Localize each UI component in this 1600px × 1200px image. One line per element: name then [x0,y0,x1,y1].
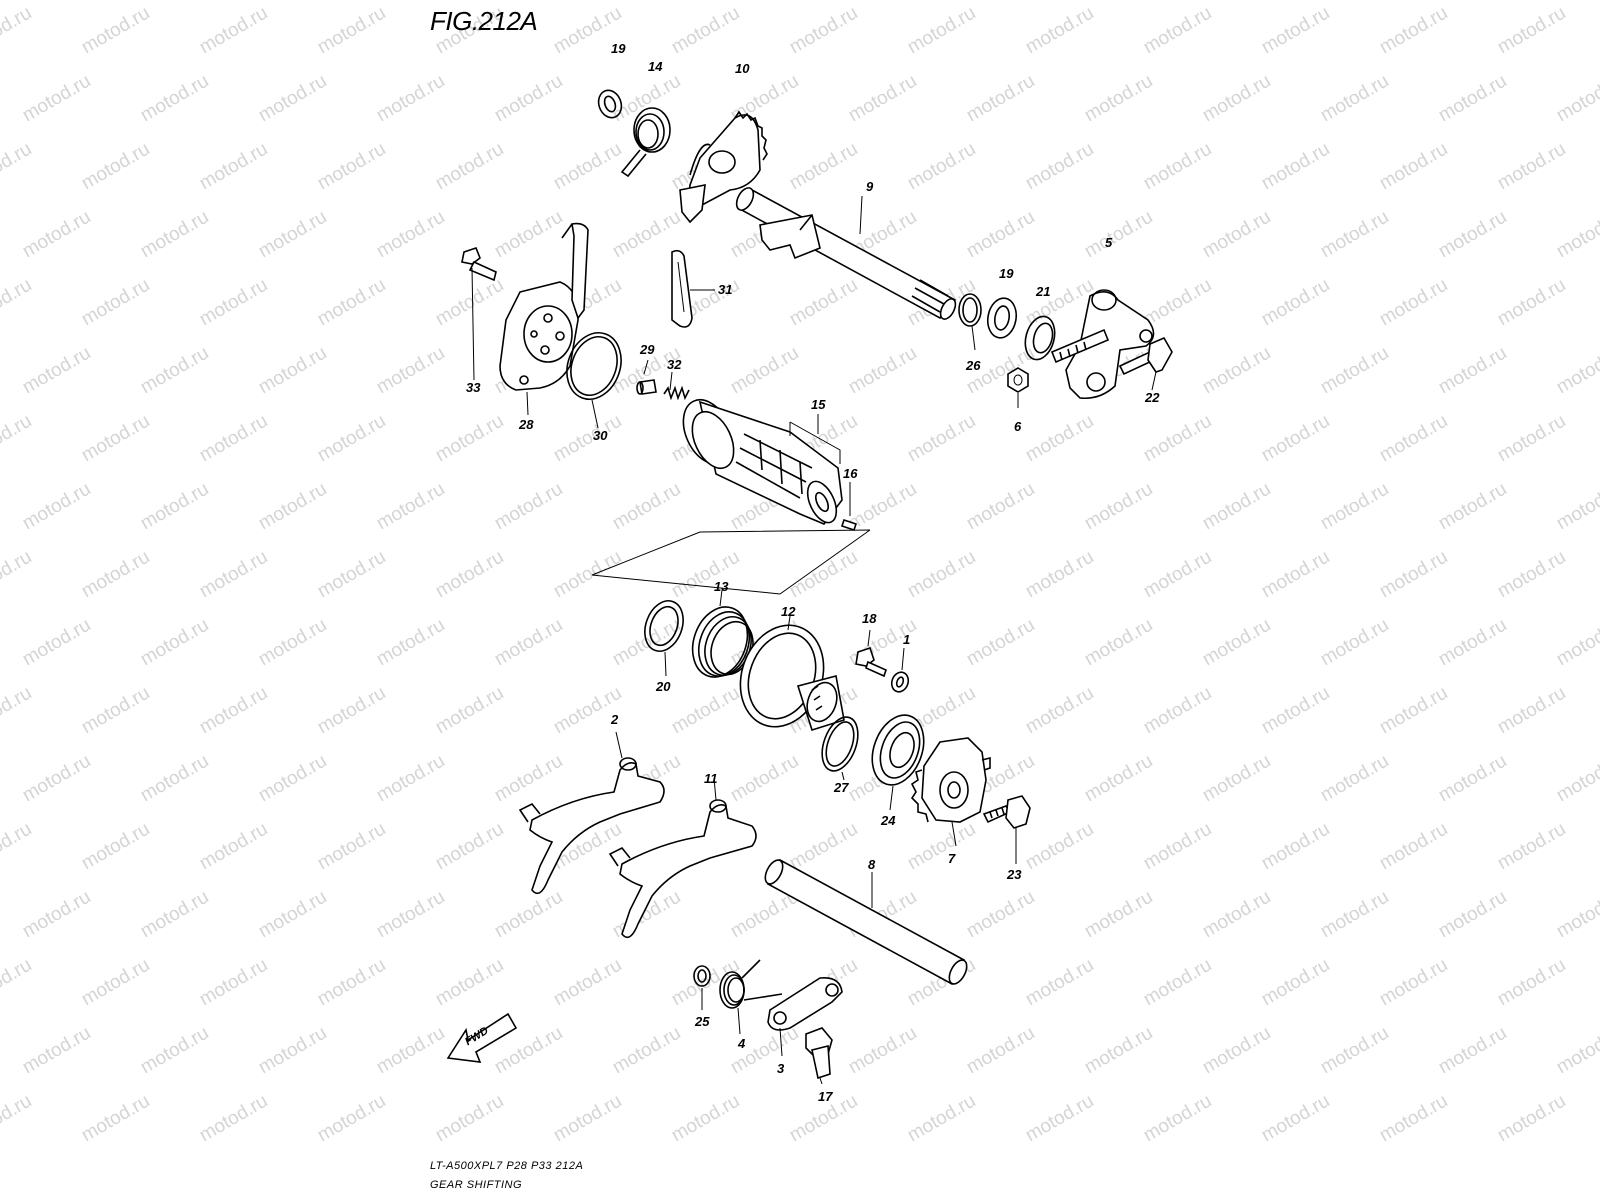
callout-9: 9 [866,179,874,194]
part-19-washer-top [597,89,623,119]
part-1-washer [890,671,910,693]
part-7-cam-stopper-plate [910,737,991,823]
callout-6: 6 [1014,419,1022,434]
leader-27 [841,771,845,781]
callout-23: 23 [1007,867,1022,882]
callout-24: 24 [881,813,896,828]
callout-18: 18 [862,611,877,626]
callout-2: 2 [611,712,619,727]
part-31-pin [671,249,693,328]
part-15-shift-cam [682,399,843,525]
part-32-spring [663,385,690,401]
part-33-bolt [461,247,497,282]
part-17-bolt [805,1027,833,1080]
callout-21: 21 [1036,284,1051,299]
leader-1 [901,647,905,671]
leader-29 [643,359,649,375]
callout-12: 12 [781,604,796,619]
part-24-bearing [871,714,925,786]
part-10-shift-arm [679,110,768,224]
part-28-shift-cover [499,222,589,391]
callout-30: 30 [593,428,608,443]
part-18-bolt [855,646,887,678]
part-27-circlip [821,716,859,772]
part-30-o-ring [566,332,622,400]
callout-22: 22 [1145,390,1160,405]
leader-30 [591,399,599,429]
fwd-arrow-icon [446,1012,518,1063]
callout-27: 27 [834,780,849,795]
callout-16: 16 [843,466,858,481]
callout-17: 17 [818,1089,833,1104]
leader-7 [951,821,957,847]
leader-12 [787,615,791,631]
callout-3: 3 [777,1061,785,1076]
leader-17 [819,1077,823,1085]
leader-9 [859,195,863,235]
part-26-circlip [958,293,982,327]
part-9-shift-shaft [735,187,957,320]
callout-11: 11 [704,771,718,786]
callout-32: 32 [667,357,682,372]
callout-13: 13 [714,579,729,594]
callout-20: 20 [656,679,671,694]
leader-4 [737,1007,741,1035]
part-19-washer-right [986,297,1018,339]
part-3-stopper-arm [767,976,843,1031]
callout-15: 15 [811,397,826,412]
part-8-fork-shaft [764,858,968,986]
part-25-washer [693,965,711,987]
part-11-shift-fork [608,799,757,939]
part-21-oil-seal [1024,315,1056,361]
callout-19-top: 19 [611,41,626,56]
leader-22 [1151,371,1157,391]
leader-11 [713,777,717,801]
callout-14: 14 [648,59,663,74]
leader-2 [615,731,623,759]
leader-3 [779,1027,783,1057]
part-22-bolt [1118,336,1173,376]
callout-31: 31 [718,282,733,297]
part-5-shift-lever [1050,289,1155,400]
callout-25: 25 [695,1014,710,1029]
part-29-stopper-pin [636,379,657,395]
callout-26: 26 [966,358,981,373]
callout-5: 5 [1105,235,1113,250]
part-6-nut [1007,367,1029,393]
callout-28: 28 [519,417,534,432]
part-23-bolt [982,795,1031,829]
leader-33 [471,267,475,381]
part-2-shift-fork [518,757,665,895]
callout-4: 4 [738,1036,746,1051]
part-14-spring [620,107,671,178]
group-box-outline [591,529,871,595]
figure-title: FIG.212A [430,6,538,36]
callout-7: 7 [948,851,956,866]
leader-18 [867,629,871,647]
leader-20 [664,651,667,677]
part-16-pin [840,518,858,532]
part-20-shim [644,600,684,652]
callout-8: 8 [868,857,876,872]
leader-13 [719,589,723,607]
part-12-driven-gear [739,624,845,732]
leader-32 [669,371,673,391]
section-name: GEAR SHIFTING [430,1179,523,1191]
leader-26 [971,325,976,351]
callout-1: 1 [903,632,911,647]
callout-19-right: 19 [999,266,1014,281]
part-4-spring [719,959,783,1009]
callout-10: 10 [735,61,750,76]
callout-33: 33 [466,380,481,395]
leader-28 [526,391,529,416]
callout-29: 29 [640,342,655,357]
leader-24 [889,785,894,811]
leader-15-bracket [789,421,841,464]
model-code: LT-A500XPL7 P28 P33 212A [430,1160,584,1172]
